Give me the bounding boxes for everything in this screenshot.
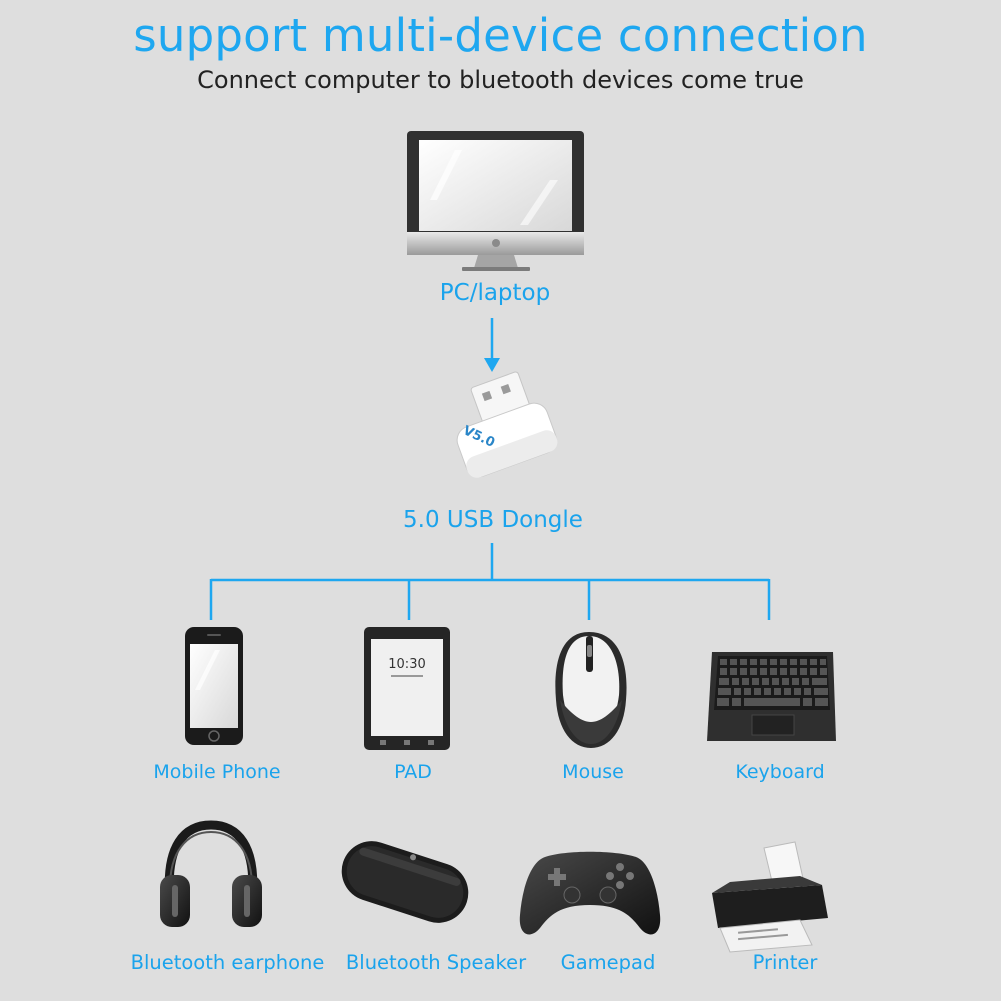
mobile-phone-icon	[185, 627, 243, 745]
usb-dongle-label: 5.0 USB Dongle	[403, 507, 583, 533]
device-label-mobile-phone: Mobile Phone	[153, 761, 281, 783]
speaker-icon	[341, 841, 469, 923]
device-label-bluetooth-speaker: Bluetooth Speaker	[345, 951, 527, 974]
keyboard-icon	[707, 652, 836, 741]
tablet-time: 10:30	[388, 657, 425, 672]
pc-laptop-label: PC/laptop	[439, 280, 551, 306]
device-label-pad: PAD	[394, 761, 432, 783]
page-subtitle: Connect computer to bluetooth devices co…	[197, 66, 804, 94]
monitor-icon	[407, 131, 584, 271]
device-label-mouse: Mouse	[562, 761, 624, 783]
printer-icon	[712, 841, 828, 953]
device-label-gamepad: Gamepad	[560, 951, 656, 974]
headphones-icon	[160, 820, 262, 927]
tablet-icon: 10:30	[364, 627, 450, 750]
page-title: support multi-device connection	[133, 9, 868, 62]
connector-tree	[209, 543, 771, 620]
mouse-icon	[555, 632, 627, 748]
device-label-printer: Printer	[752, 951, 818, 974]
device-label-keyboard: Keyboard	[735, 761, 825, 783]
device-label-bluetooth-earphone: Bluetooth earphone	[130, 951, 325, 974]
gamepad-icon	[519, 851, 661, 935]
usb-dongle-icon: V5.0	[456, 371, 558, 478]
arrow-down-icon	[484, 318, 500, 372]
